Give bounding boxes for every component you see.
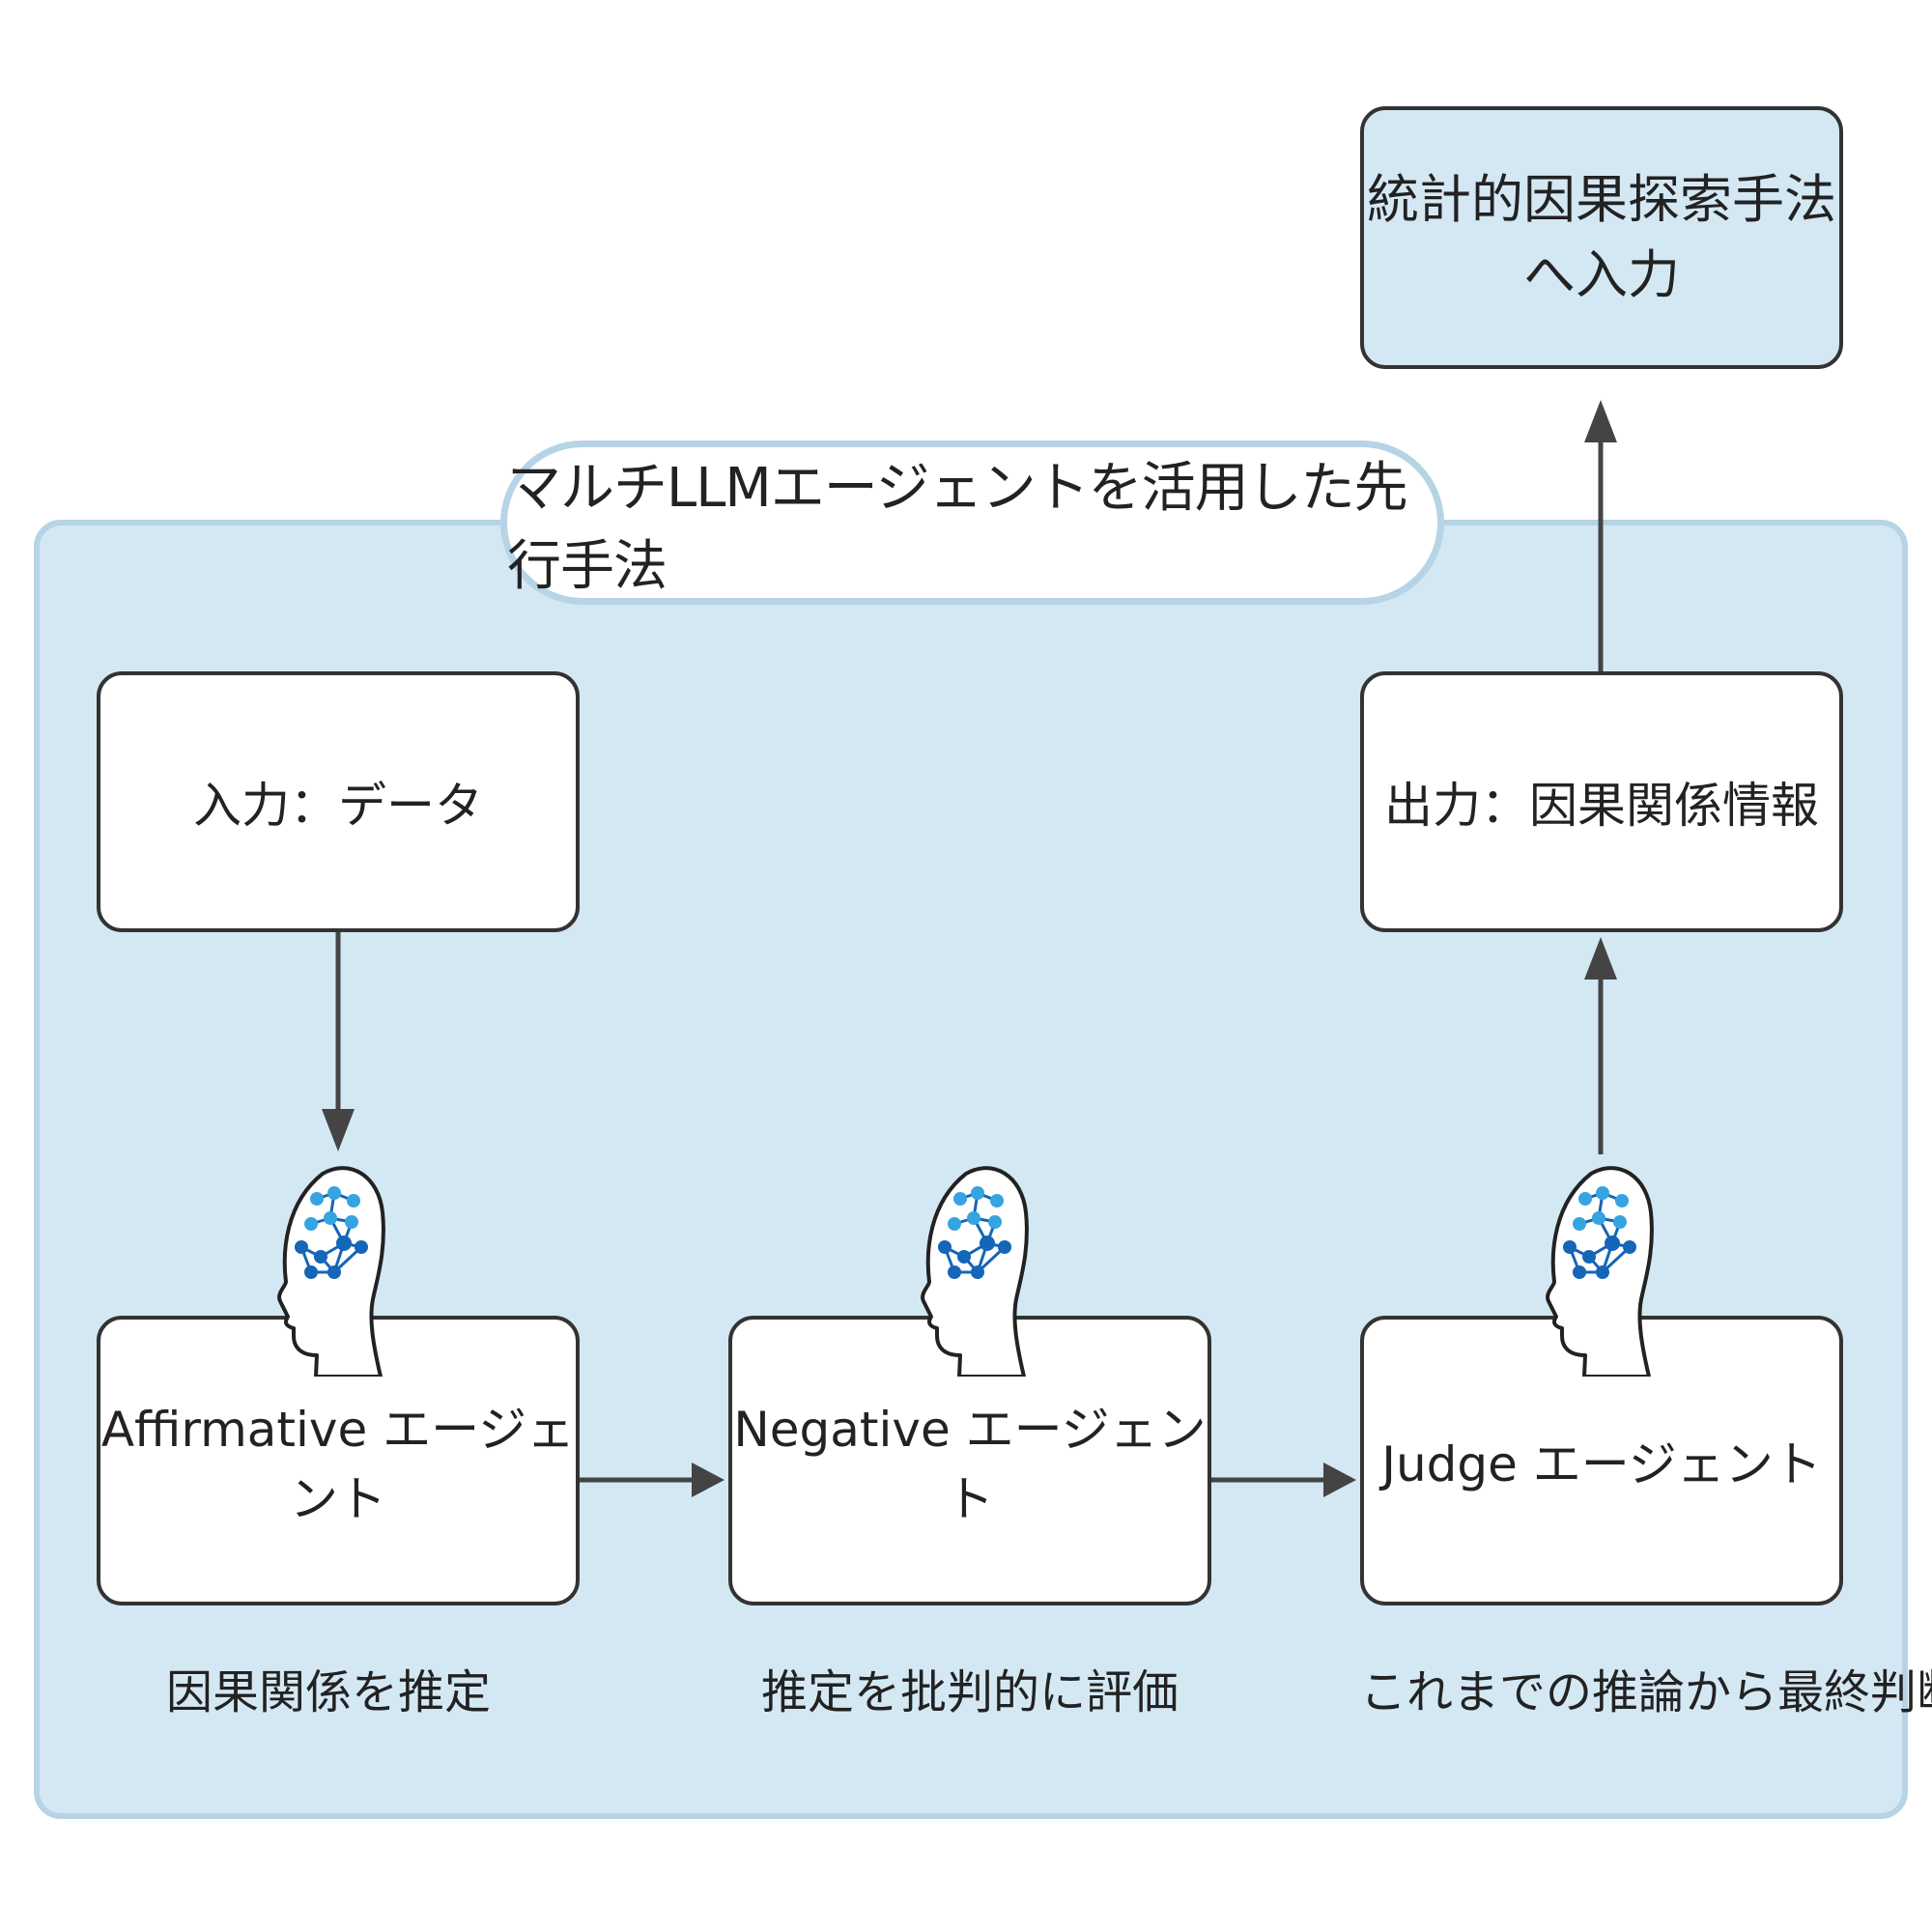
arrowhead-negative-to-judge xyxy=(1323,1463,1356,1497)
input-data-box: 入力：データ xyxy=(97,671,580,932)
arrowhead-judge-to-output xyxy=(1584,937,1617,980)
ai-head-icon xyxy=(277,1166,385,1377)
statistical-method-line1: 統計的因果探索手法 xyxy=(1367,168,1836,230)
judge-caption: これまでの推論から最終判断 xyxy=(1360,1665,1932,1719)
output-causal-info-box: 出力：因果関係情報 xyxy=(1360,671,1843,932)
statistical-causal-discovery-box: 統計的因果探索手法 へ入力 xyxy=(1360,106,1843,369)
ai-head-icon xyxy=(1546,1166,1654,1377)
negative-caption: 推定を批判的に評価 xyxy=(760,1665,1179,1719)
affirmative-caption: 因果関係を推定 xyxy=(165,1665,491,1719)
statistical-method-line2: へ入力 xyxy=(1523,244,1680,305)
arrowhead-affirmative-to-negative xyxy=(692,1463,724,1497)
ai-head-icon xyxy=(921,1166,1029,1377)
arrowhead-input-to-affirmative xyxy=(322,1109,355,1151)
panel-title: マルチLLMエージェントを活用した先行手法 xyxy=(500,440,1444,605)
arrowhead-output-to-statistical xyxy=(1584,400,1617,442)
